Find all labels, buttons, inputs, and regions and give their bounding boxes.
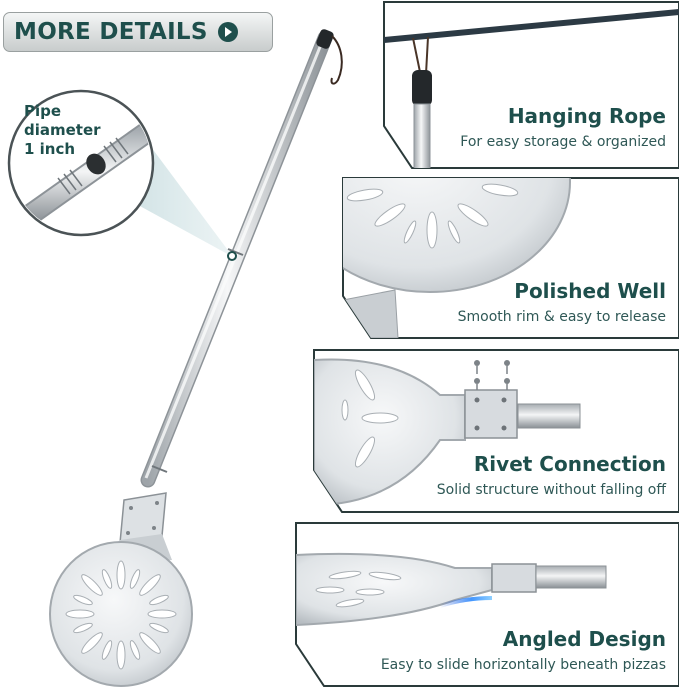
rivet-connection-subtitle: Solid structure without falling off [436, 482, 666, 498]
more-details-button[interactable]: MORE DETAILS [3, 12, 273, 52]
angled-design-panel [295, 522, 679, 687]
angled-design-subtitle: Easy to slide horizontally beneath pizza… [380, 657, 666, 673]
polished-well-title: Polished Well [514, 279, 666, 303]
rivet-connection-panel [313, 349, 679, 513]
rivet-connection-title: Rivet Connection [473, 452, 666, 476]
play-arrow-icon [217, 22, 238, 42]
polished-well-panel [342, 177, 679, 339]
hanging-rope-panel [383, 1, 679, 169]
pipe-diameter-label: Pipe diameter 1 inch [24, 102, 101, 159]
polished-well-subtitle: Smooth rim & easy to release [457, 309, 666, 325]
main-peel-image [49, 29, 343, 687]
pipe-label-line-2: diameter [24, 121, 101, 139]
pipe-label-line-3: 1 inch [24, 140, 76, 158]
pipe-magnifier [7, 89, 155, 237]
more-details-label: MORE DETAILS [14, 19, 208, 45]
hanging-rope-subtitle: For easy storage & organized [460, 134, 666, 150]
angled-design-title: Angled Design [502, 627, 666, 651]
pipe-label-line-1: Pipe [24, 102, 62, 120]
hanging-rope-title: Hanging Rope [507, 104, 666, 128]
